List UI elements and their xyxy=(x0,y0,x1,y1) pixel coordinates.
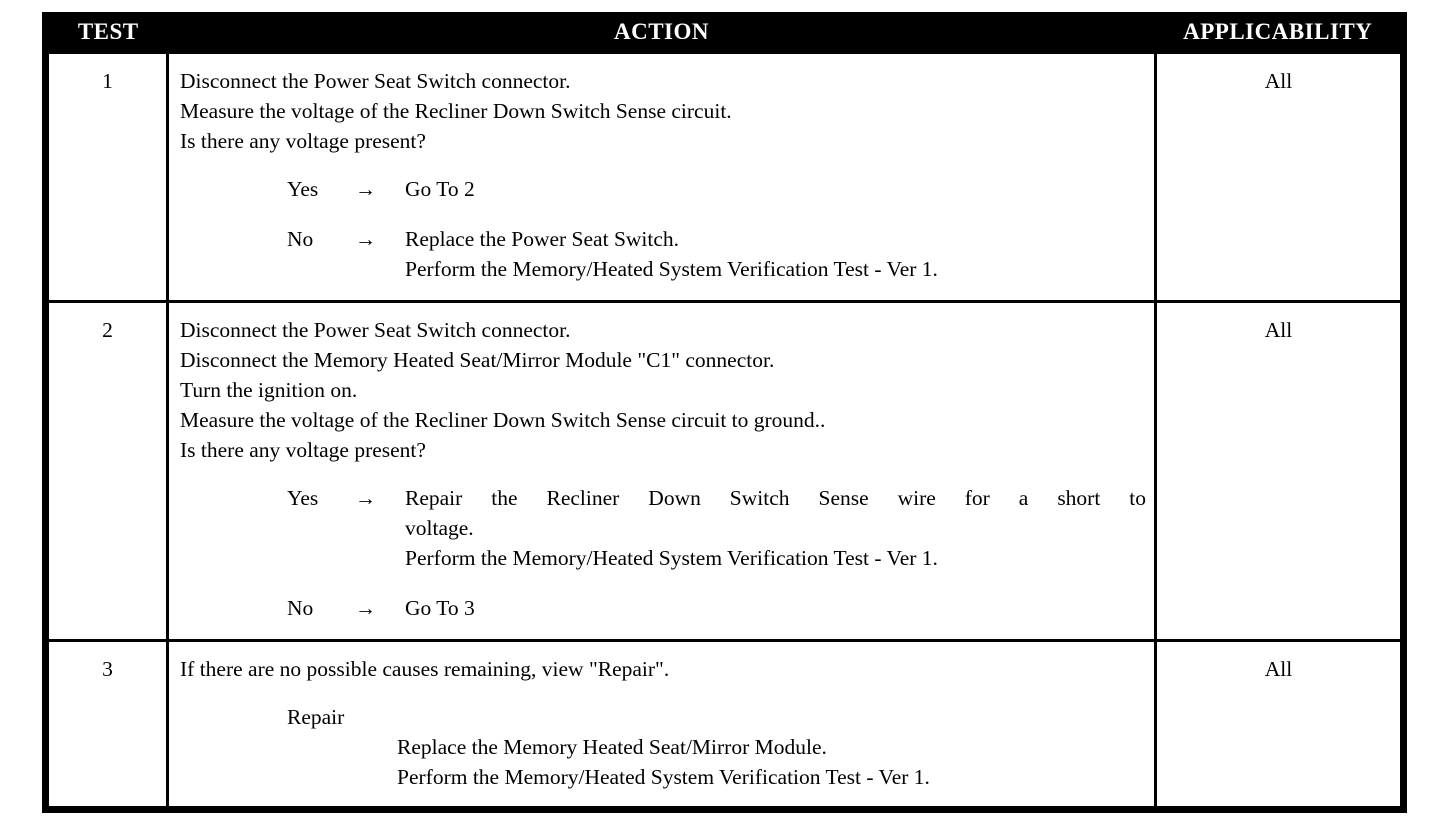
branch-action-line: Go To 2 xyxy=(405,177,475,201)
arrow-right-icon: → xyxy=(355,486,376,510)
branch-yes: Yes → Repair the Recliner Down Switch Se… xyxy=(180,483,1146,573)
applicability-value: All xyxy=(1264,69,1293,93)
branch-action-line: Perform the Memory/Heated System Verific… xyxy=(405,546,938,570)
table-row: 1 Disconnect the Power Seat Switch conne… xyxy=(45,54,1404,302)
applicability-cell: All xyxy=(1155,300,1404,641)
applicability-value: All xyxy=(1264,657,1293,681)
test-number-cell: 1 xyxy=(45,54,169,302)
table-row: 3 If there are no possible causes remain… xyxy=(45,639,1404,810)
action-step: Disconnect the Memory Heated Seat/Mirror… xyxy=(180,348,775,372)
action-cell: If there are no possible causes remainin… xyxy=(167,639,1157,810)
branch-no: No → Replace the Power Seat Switch. Perf… xyxy=(180,224,1146,284)
action-step: Is there any voltage present? xyxy=(180,438,426,462)
branch-action-line: voltage. xyxy=(405,516,474,540)
branch-body: Replace the Power Seat Switch. Perform t… xyxy=(405,224,1146,284)
branch-action-line: Perform the Memory/Heated System Verific… xyxy=(405,257,938,281)
action-step: Disconnect the Power Seat Switch connect… xyxy=(180,318,571,342)
applicability-value: All xyxy=(1264,318,1293,342)
arrow-right-icon: → xyxy=(355,227,376,251)
branch-action-line: Go To 3 xyxy=(405,596,475,620)
branch-body: Go To 3 xyxy=(405,593,1146,623)
branch-yes: Yes → Go To 2 xyxy=(180,174,1146,204)
branch-action-line: Repair the Recliner Down Switch Sense wi… xyxy=(405,486,1146,510)
branch-list: Yes → Repair the Recliner Down Switch Se… xyxy=(180,483,1146,623)
branch-list: Yes → Go To 2 No → Replace the Power Sea… xyxy=(180,174,1146,284)
repair-action-line: Replace the Memory Heated Seat/Mirror Mo… xyxy=(397,735,827,759)
repair-line-list: Replace the Memory Heated Seat/Mirror Mo… xyxy=(397,732,1146,792)
action-step: Is there any voltage present? xyxy=(180,129,426,153)
branch-label: Yes xyxy=(287,486,319,510)
column-header-action: ACTION xyxy=(167,12,1156,54)
table-header-row: TEST ACTION APPLICABILITY xyxy=(45,12,1404,54)
repair-title: Repair xyxy=(287,705,345,729)
action-step: Measure the voltage of the Recliner Down… xyxy=(180,99,732,123)
table-row: 2 Disconnect the Power Seat Switch conne… xyxy=(45,300,1404,641)
branch-action-line: Replace the Power Seat Switch. xyxy=(405,227,680,251)
action-cell: Disconnect the Power Seat Switch connect… xyxy=(167,54,1157,302)
repair-block: Repair Replace the Memory Heated Seat/Mi… xyxy=(180,702,1146,792)
test-number-cell: 3 xyxy=(45,639,169,810)
applicability-cell: All xyxy=(1156,54,1404,302)
column-header-applicability: APPLICABILITY xyxy=(1155,12,1404,54)
arrow-right-icon: → xyxy=(355,177,376,201)
action-step: Turn the ignition on. xyxy=(180,378,358,402)
repair-action-line: Perform the Memory/Heated System Verific… xyxy=(397,765,930,789)
branch-no: No → Go To 3 xyxy=(180,593,1146,623)
branch-body: Repair the Recliner Down Switch Sense wi… xyxy=(405,483,1146,573)
column-header-test: TEST xyxy=(45,12,168,54)
action-step: Measure the voltage of the Recliner Down… xyxy=(180,408,826,432)
action-cell: Disconnect the Power Seat Switch connect… xyxy=(167,300,1157,641)
action-step: Disconnect the Power Seat Switch connect… xyxy=(180,69,571,93)
diagnostic-test-table: TEST ACTION APPLICABILITY 1 Disconnect t… xyxy=(42,12,1407,813)
applicability-cell: All xyxy=(1155,639,1404,810)
branch-label: No xyxy=(287,227,314,251)
action-step: If there are no possible causes remainin… xyxy=(180,657,670,681)
test-number-cell: 2 xyxy=(45,300,169,641)
branch-label: No xyxy=(287,596,314,620)
arrow-right-icon: → xyxy=(355,596,376,620)
branch-label: Yes xyxy=(287,177,319,201)
branch-body: Go To 2 xyxy=(405,174,1146,204)
